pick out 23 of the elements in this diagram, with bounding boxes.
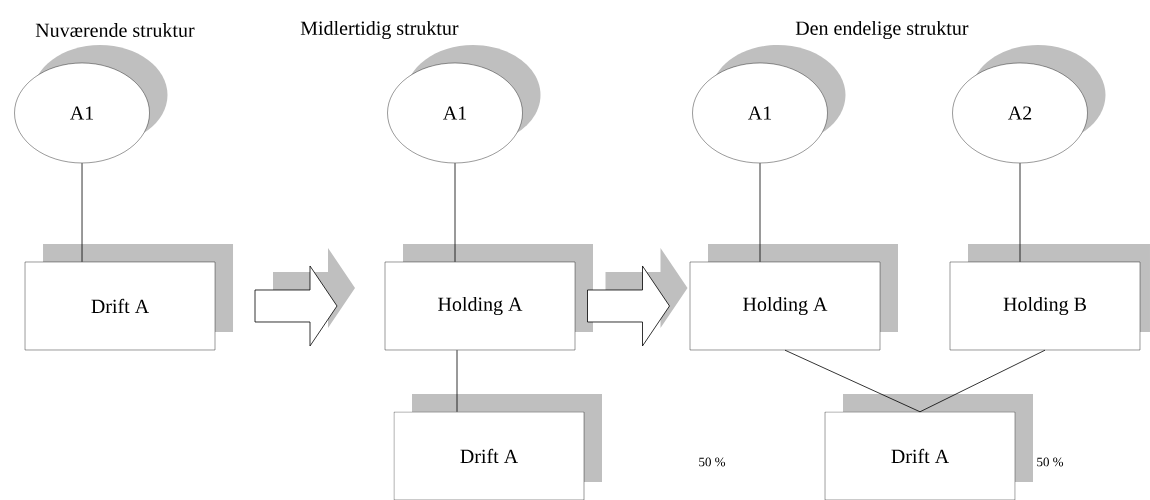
ellipse-node: A1 <box>14 45 168 164</box>
connector-line <box>454 162 456 263</box>
connector-line <box>456 349 458 413</box>
company-box: Holding A <box>384 244 593 351</box>
connector-line <box>759 162 761 263</box>
block-arrow <box>587 248 688 347</box>
ellipse-node: A1 <box>387 45 541 164</box>
column-heading: Nuværende struktur <box>35 22 195 38</box>
company-box: Holding B <box>949 244 1150 351</box>
connector-line <box>784 349 921 413</box>
column-heading: Den endelige struktur <box>795 20 969 40</box>
connector-line <box>919 349 1046 413</box>
block-arrow <box>254 248 355 347</box>
column-heading: Midlertidig struktur <box>300 20 459 40</box>
company-box: Holding A <box>689 244 898 351</box>
ellipse-node: A1 <box>692 45 846 164</box>
company-box: Drift A <box>393 394 602 500</box>
connector-line <box>81 162 83 263</box>
company-box: Drift A <box>824 394 1033 500</box>
share-label: 50 % <box>699 457 726 467</box>
connector-line <box>1019 162 1021 263</box>
company-box: Drift A <box>24 244 233 351</box>
ellipse-node: A2 <box>952 45 1106 164</box>
